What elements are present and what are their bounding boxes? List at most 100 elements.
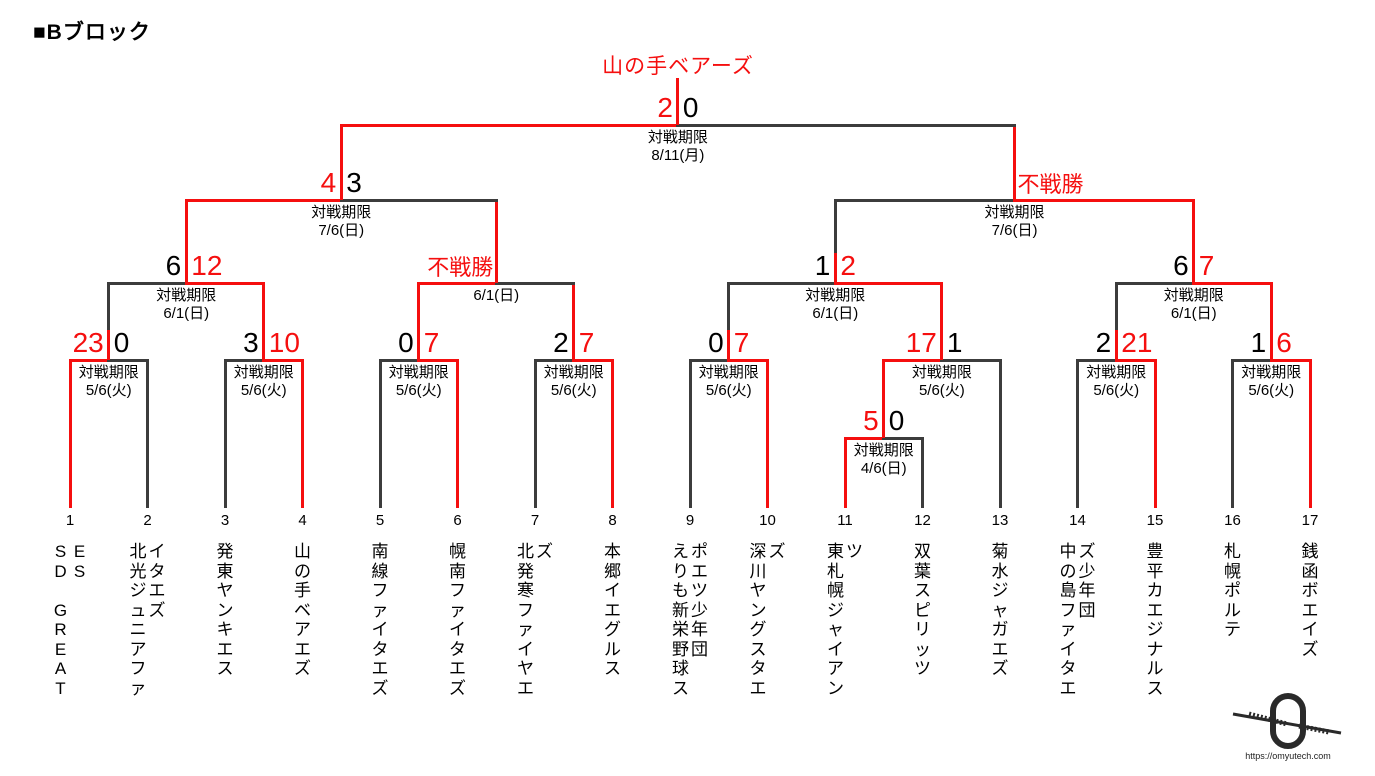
team-name-char: 南 [371, 542, 389, 561]
bracket-line [833, 200, 837, 253]
bracket-line [998, 360, 1002, 508]
team-name: 本郷イエグルス [603, 542, 622, 679]
team-name-char: 平 [1146, 561, 1164, 581]
team-name-char: A [54, 659, 67, 678]
bracket-line [417, 283, 421, 330]
team-name-char: え [672, 542, 689, 561]
team-name-char: 幌 [1224, 561, 1241, 581]
team-name-char: 東 [216, 561, 234, 581]
deadline-line: 対戦期限 [805, 287, 866, 304]
champion-label: 山の手ベアーズ [602, 55, 754, 78]
score-left: 0 [398, 327, 414, 358]
deadline-line: 対戦期限 [853, 442, 914, 459]
bracket-line [688, 360, 692, 508]
team-name-char: 年 [1078, 581, 1096, 600]
team-name-column: 南線ファイタエズ [371, 542, 390, 698]
bracket-line [572, 330, 576, 360]
team-name-char: ヤ [216, 581, 234, 600]
team-name-char: 函 [1301, 561, 1319, 581]
team-name-char: カ [1146, 581, 1164, 600]
team-name-char: 線 [371, 561, 389, 581]
deadline-line: 7/6(日) [991, 221, 1038, 239]
team-name-char: ャ [827, 620, 844, 639]
deadline-line: 6/1(日) [1170, 304, 1217, 322]
team-name-char: の [294, 561, 311, 581]
team-name-column: 菊水ジャガエズ [991, 542, 1010, 679]
team-name-char: エ [1059, 678, 1077, 698]
team-name-char: 発 [216, 542, 234, 561]
bracket-line [572, 358, 614, 362]
team-name-char: タ [371, 639, 389, 659]
score-left: 3 [243, 327, 259, 358]
team-name-char: ズ [1301, 639, 1319, 659]
watermark: https://omyutech.com [1228, 690, 1348, 761]
team-number: 14 [1069, 512, 1086, 529]
team-name-char: 栄 [672, 620, 689, 639]
bracket-line [833, 198, 1017, 202]
deadline-line: 5/6(火) [705, 381, 752, 399]
team-name-char: S [54, 542, 67, 561]
score-left: 6 [1173, 250, 1189, 281]
bracket-line [1013, 170, 1017, 200]
team-name-char: 野 [672, 639, 689, 659]
team-name-char: ガ [991, 620, 1009, 639]
bracket-line [921, 438, 924, 508]
team-name-char: ス [216, 659, 234, 678]
team-name-char: イ [827, 639, 844, 659]
bracket-line [1076, 358, 1118, 362]
team-name-char [58, 581, 63, 601]
team-name-char: 幌 [449, 542, 466, 561]
team-name-char: G [53, 600, 68, 620]
bracket-line [184, 253, 188, 283]
team-name-char: フ [449, 581, 466, 600]
team-name-char: 年 [691, 620, 708, 639]
team-name-char: 深 [749, 542, 767, 561]
deadline-line: 6/1(日) [163, 304, 210, 322]
team-name-char: ル [1146, 659, 1164, 678]
team-name-char: 本 [604, 542, 621, 561]
team-name-column: 山の手ベアエズ [293, 542, 312, 679]
bracket-line [1231, 360, 1234, 508]
team-name-char: S [73, 561, 86, 581]
team-name-char: 山 [294, 542, 311, 561]
team-name: 菊水ジャガエズ [991, 542, 1010, 679]
team-number: 6 [453, 512, 462, 529]
score-right: 3 [346, 167, 362, 198]
team-name-char: 少 [1078, 561, 1096, 581]
bracket-line [676, 78, 680, 95]
team-name-char: の [1059, 561, 1077, 581]
team-name-column: 幌南ファイタエズ [448, 542, 467, 698]
team-name-char: 豊 [1146, 542, 1164, 561]
score-left: 1 [1250, 327, 1267, 358]
team-name-char: ア [129, 639, 147, 659]
team-name-char: フ [371, 581, 389, 600]
team-name-char: ル [1224, 600, 1241, 620]
team-name: えりも新栄野球スポエツ少年団 [671, 542, 709, 698]
bracket-line [68, 358, 111, 362]
team-name-column: 発東ヤンキエス [216, 542, 235, 679]
team-name: 発東ヤンキエス [216, 542, 235, 679]
bracket-line [727, 358, 769, 362]
team-name: 豊平カエジナルス [1146, 542, 1165, 698]
team-name-char: 手 [294, 581, 311, 600]
score-left: 23 [72, 327, 104, 358]
score-right: 0 [888, 405, 905, 436]
team-name-char: 南 [449, 561, 466, 581]
team-name-char: 北 [129, 542, 147, 561]
team-name-column: イタエズ [148, 542, 167, 620]
team-name-char: ズ [1078, 542, 1096, 561]
bracket-line [1192, 281, 1273, 285]
team-name-char: ピ [914, 600, 931, 620]
team-name-char: 少 [691, 600, 708, 620]
score-right: 7 [423, 327, 440, 358]
team-name-char: ツ [846, 542, 863, 561]
bracket-line [727, 281, 837, 285]
team-name-char: ン [749, 600, 767, 620]
bracket-line [339, 170, 343, 200]
team-number: 17 [1301, 512, 1319, 529]
deadline-line: 対戦期限 [1086, 364, 1147, 381]
